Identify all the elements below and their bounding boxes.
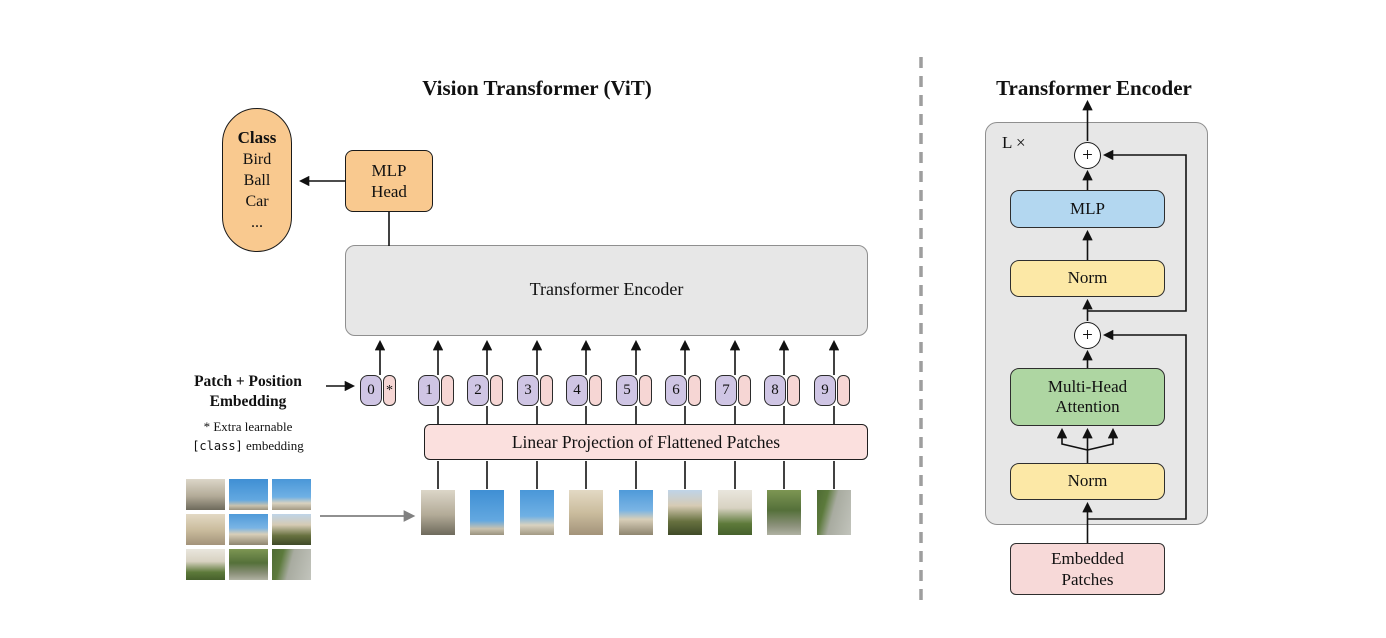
norm-block-upper: Norm [1010,260,1165,297]
token-patch-embedding [540,375,553,406]
linear-projection-label: Linear Projection of Flattened Patches [511,431,781,452]
plus-icon: + [1082,144,1093,166]
note-line1: * Extra learnable [203,419,293,434]
token-position-label: 3 [517,375,539,406]
embedding-token-5: 5 [616,375,652,406]
image-patch-6 [668,490,702,535]
embedded-patches-line2: Patches [1061,570,1114,589]
grid-patch-7 [186,549,225,580]
patch-position-line1: Patch + Position [194,373,302,390]
class-item: ... [251,214,263,232]
token-patch-embedding [787,375,800,406]
class-item: Bird [242,151,272,168]
token-patch-embedding [639,375,652,406]
class-output-bubble: Class Bird Ball Car ... [222,108,292,252]
embedding-token-3: 3 [517,375,553,406]
token-patch-embedding [589,375,602,406]
grid-patch-6 [272,514,311,545]
embedding-token-9: 9 [814,375,850,406]
grid-patch-2 [229,479,268,510]
mlp-head-label-line1: MLP [371,160,407,180]
attention-label-line1: Multi-Head [1047,376,1128,396]
norm-label: Norm [1067,471,1108,491]
token-patch-embedding [688,375,701,406]
grid-patch-1 [186,479,225,510]
token-patch-embedding [837,375,850,406]
transformer-encoder-box [345,245,868,336]
grid-patch-5 [229,514,268,545]
encoder-title: Transformer Encoder [996,76,1192,100]
token-position-label: 9 [814,375,836,406]
attention-label-line2: Attention [1055,397,1120,416]
mlp-label: MLP [1070,198,1105,218]
embedding-token-7: 7 [715,375,751,406]
image-patch-2 [470,490,504,535]
class-item: Ball [243,172,271,190]
extra-learnable-note: * Extra learnable [class] embedding [168,418,328,456]
residual-add-mid: + [1074,321,1101,349]
token-position-label: 1 [418,375,440,406]
token-patch-embedding [738,375,751,406]
residual-add-top: + [1074,141,1101,169]
linear-projection-block: Linear Projection of Flattened Patches [424,424,868,460]
embedding-token-8: 8 [764,375,800,406]
grid-patch-4 [186,514,225,545]
patch-position-embedding-label: Patch + Position Embedding [168,372,328,412]
vit-title: Vision Transformer (ViT) [422,76,652,100]
image-patch-8 [767,490,801,535]
image-patch-1 [421,490,455,535]
image-patch-3 [520,490,554,535]
token-patch-embedding: * [383,375,396,406]
loop-count-label: L × [1002,133,1026,152]
token-patch-embedding [441,375,454,406]
image-patch-4 [569,490,603,535]
mlp-head-label-line2: Head [371,182,407,201]
embedding-token-4: 4 [566,375,602,406]
embedded-patches-block: Embedded Patches [1010,543,1165,595]
plus-icon: + [1082,324,1093,346]
class-token-code: [class] [192,438,243,453]
token-position-label: 2 [467,375,489,406]
grid-patch-3 [272,479,311,510]
embedding-token-1: 1 [418,375,454,406]
image-patch-7 [718,490,752,535]
note-rest: embedding [242,437,304,453]
norm-label: Norm [1067,268,1108,288]
token-position-label: 7 [715,375,737,406]
grid-patch-8 [229,549,268,580]
mlp-head-block: MLP Head [345,150,433,212]
token-position-label: 8 [764,375,786,406]
embedding-token-0: 0 * [360,375,396,406]
token-position-label: 0 [360,375,382,406]
image-patch-9 [817,490,851,535]
embedding-token-2: 2 [467,375,503,406]
patch-position-line2: Embedding [209,392,287,410]
token-position-label: 4 [566,375,588,406]
multi-head-attention-block: Multi-Head Attention [1010,368,1165,426]
image-patch-5 [619,490,653,535]
token-position-label: 6 [665,375,687,406]
norm-block-lower: Norm [1010,463,1165,500]
source-image-grid [186,479,311,580]
token-position-label: 5 [616,375,638,406]
class-heading: Class [237,127,277,147]
transformer-encoder-label: Transformer Encoder [529,279,684,299]
mlp-block: MLP [1010,190,1165,228]
token-patch-embedding [490,375,503,406]
embedding-token-6: 6 [665,375,701,406]
class-item: Car [245,193,269,211]
grid-patch-9 [272,549,311,580]
embedded-patches-line1: Embedded [1051,548,1124,568]
